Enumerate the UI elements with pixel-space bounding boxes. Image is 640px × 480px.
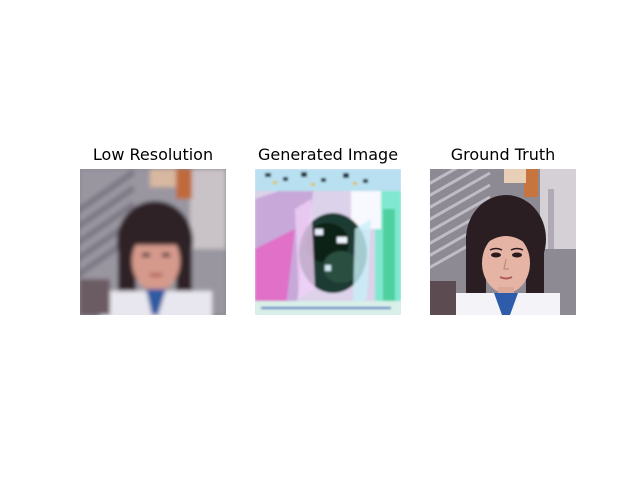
panel-title-ground-truth: Ground Truth	[450, 145, 556, 164]
generated-image	[255, 169, 401, 315]
panel-title-generated-image: Generated Image	[257, 145, 399, 164]
generated-picture	[255, 169, 401, 315]
ground-truth-picture	[430, 169, 576, 315]
low-resolution-picture	[80, 169, 226, 315]
ground-truth-image	[430, 169, 576, 315]
panel-title-low-resolution: Low Resolution	[92, 145, 214, 164]
low-resolution-image	[80, 169, 226, 315]
